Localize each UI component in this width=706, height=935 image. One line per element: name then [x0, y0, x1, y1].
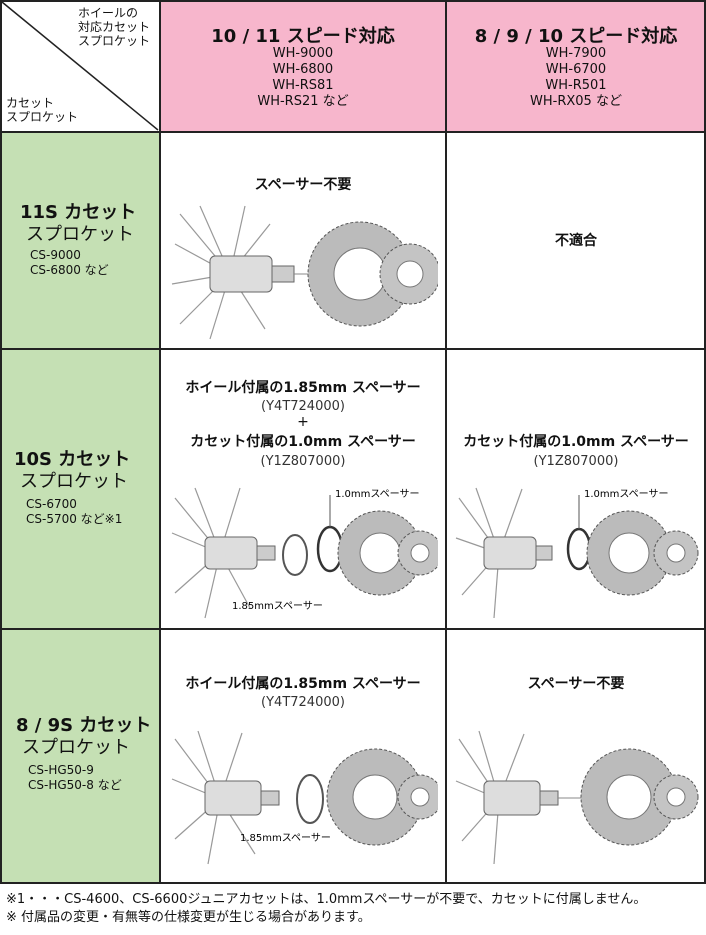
footnote-1: ※1・・・CS-4600、CS-6600ジュニアカセットは、1.0mmスペーサー…	[6, 892, 647, 907]
cell-8-9s-col2: スペーサー不要	[446, 629, 706, 883]
row-title: 11S カセット スプロケット	[20, 202, 137, 245]
footnote-2: ※ 付属品の変更・有無等の仕様変更が生じる場合があります。	[6, 910, 371, 925]
cell-8-9s-col1: ホイール付属の1.85mm スペーサー (Y4T724000) 1.85mmスペ…	[160, 629, 446, 883]
grid-line	[0, 882, 706, 884]
column-models: WH-9000 WH-6800 WH-RS81 WH-RS21 など	[257, 46, 349, 109]
grid-line	[0, 131, 706, 133]
column-models: WH-7900 WH-6700 WH-R501 WH-RX05 など	[530, 46, 622, 109]
column-header-10-11: 10 / 11 スピード対応 WH-9000 WH-6800 WH-RS81 W…	[160, 0, 446, 132]
row-models: CS-6700 CS-5700 など※1	[26, 497, 123, 526]
spacer-code-1: (Y4T724000)	[261, 399, 345, 414]
spacer-line-1: ホイール付属の1.85mm スペーサー	[185, 380, 421, 396]
row-header-8-9s: 8 / 9S カセット スプロケット CS-HG50-9 CS-HG50-8 な…	[0, 629, 160, 883]
column-title: 8 / 9 / 10 スピード対応	[474, 26, 678, 47]
label-1-0mm-spacer: 1.0mmスペーサー	[335, 488, 420, 500]
plus-sign: +	[297, 414, 309, 430]
hub-cassette-illustration	[171, 205, 438, 340]
spacer-line-1: カセット付属の1.0mm スペーサー	[463, 434, 689, 450]
hub-cassette-illustration	[455, 730, 699, 865]
no-spacer-text: スペーサー不要	[527, 676, 625, 692]
hub-spacer-illustration: 1.0mmスペーサー 1.85mmスペーサー	[171, 487, 438, 619]
grid-line	[704, 0, 706, 884]
spacer-line-2: カセット付属の1.0mm スペーサー	[190, 434, 416, 450]
grid-line	[0, 348, 706, 350]
row-title: 8 / 9S カセット スプロケット	[16, 715, 152, 758]
spacer-code-1: (Y1Z807000)	[533, 454, 619, 469]
grid-line	[445, 0, 447, 884]
spacer-code-1: (Y4T724000)	[261, 695, 345, 710]
incompatible-text: 不適合	[555, 233, 597, 249]
no-spacer-text: スペーサー不要	[254, 177, 352, 193]
row-models: CS-HG50-9 CS-HG50-8 など	[28, 763, 122, 792]
spacer-line-1: ホイール付属の1.85mm スペーサー	[185, 676, 421, 692]
corner-top-label: ホイールの 対応カセット スプロケット	[78, 6, 151, 48]
label-1-85mm-spacer: 1.85mmスペーサー	[240, 832, 331, 844]
row-header-10s: 10S カセット スプロケット CS-6700 CS-5700 など※1	[0, 349, 160, 629]
corner-diagonal	[1, 1, 159, 131]
grid-line	[159, 0, 161, 884]
corner-header: ホイールの 対応カセット スプロケット カセット スプロケット	[0, 0, 160, 132]
row-header-11s: 11S カセット スプロケット CS-9000 CS-6800 など	[0, 132, 160, 349]
grid-line	[0, 0, 2, 884]
corner-bottom-label: カセット スプロケット	[6, 96, 79, 124]
cell-10s-col2: カセット付属の1.0mm スペーサー (Y1Z807000) 1.0mmスペーサ…	[446, 349, 706, 629]
column-header-8-9-10: 8 / 9 / 10 スピード対応 WH-7900 WH-6700 WH-R50…	[446, 0, 706, 132]
grid-line	[0, 0, 706, 2]
cell-11s-col2: 不適合	[446, 132, 706, 349]
label-1-85mm-spacer: 1.85mmスペーサー	[232, 600, 323, 612]
column-title: 10 / 11 スピード対応	[211, 26, 395, 47]
row-models: CS-9000 CS-6800 など	[30, 248, 109, 277]
cell-11s-col1: スペーサー不要	[160, 132, 446, 349]
hub-spacer-illustration: 1.85mmスペーサー	[171, 730, 438, 865]
label-1-0mm-spacer: 1.0mmスペーサー	[584, 488, 669, 500]
spacer-code-2: (Y1Z807000)	[260, 454, 346, 469]
hub-spacer-illustration: 1.0mmスペーサー	[455, 487, 699, 619]
cell-10s-col1: ホイール付属の1.85mm スペーサー (Y4T724000) + カセット付属…	[160, 349, 446, 629]
grid-line	[0, 628, 706, 630]
row-title: 10S カセット スプロケット	[14, 449, 131, 492]
